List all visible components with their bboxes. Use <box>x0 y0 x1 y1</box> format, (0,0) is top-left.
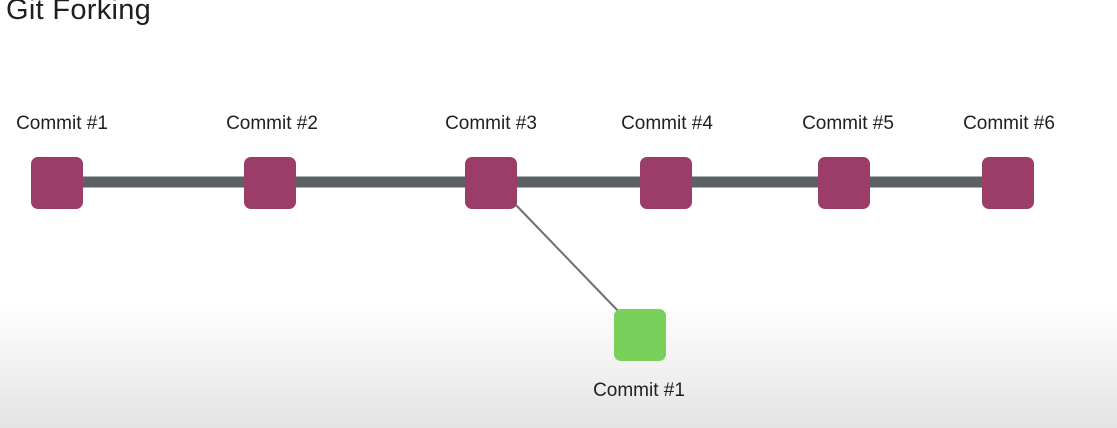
commit-label-main-2: Commit #2 <box>226 113 318 134</box>
commit-node-main-6 <box>982 157 1034 209</box>
commit-label-main-6: Commit #6 <box>963 113 1055 134</box>
commit-node-main-2 <box>244 157 296 209</box>
commit-label-main-1: Commit #1 <box>16 113 108 134</box>
commit-node-fork-1 <box>614 309 666 361</box>
commit-label-main-3: Commit #3 <box>445 113 537 134</box>
fork-branch-line <box>513 202 621 314</box>
commit-label-main-4: Commit #4 <box>621 113 713 134</box>
page-title: Git Forking <box>6 0 152 26</box>
commit-node-main-3 <box>465 157 517 209</box>
commit-label-fork-1: Commit #1 <box>593 380 685 401</box>
commit-node-main-4 <box>640 157 692 209</box>
commit-label-main-5: Commit #5 <box>802 113 894 134</box>
commit-node-main-1 <box>31 157 83 209</box>
commit-node-main-5 <box>818 157 870 209</box>
